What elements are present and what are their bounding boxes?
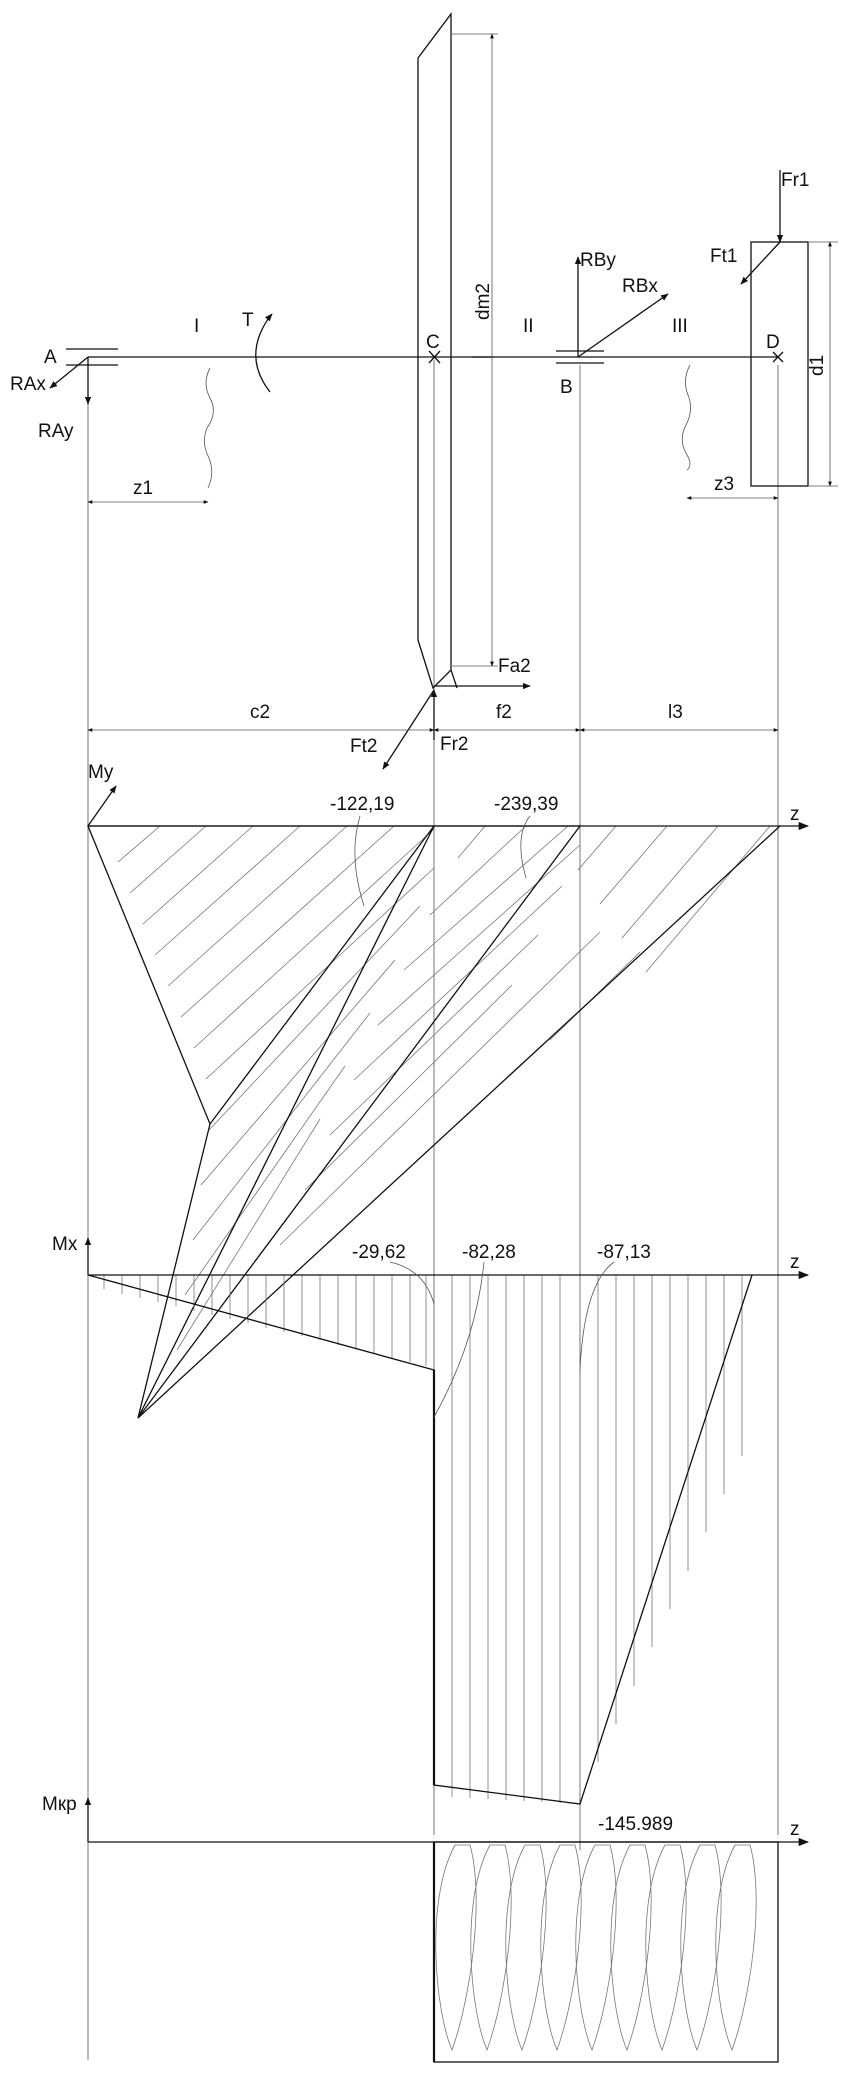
label-fr1: Fr1	[781, 170, 810, 191]
label-ft2: Ft2	[350, 736, 377, 757]
label-d: D	[766, 332, 780, 353]
label-ft1: Ft1	[710, 246, 737, 267]
my-line-d	[137, 825, 781, 1419]
mx-hatching	[103, 1275, 743, 1803]
mx-leader-1	[389, 1261, 435, 1305]
mkr-spiral-hatching	[435, 1844, 757, 2052]
label-d1: d1	[807, 355, 828, 376]
label-z3: z3	[714, 474, 734, 495]
diagram-mkr: Мкр z -145.989	[42, 1794, 810, 2063]
label-dm2: dm2	[473, 283, 494, 320]
my-leader-2	[520, 815, 531, 879]
diagram-my: My z -122,19 -239,39	[87, 762, 810, 1419]
label-a: A	[44, 347, 57, 368]
label-fr2: Fr2	[440, 734, 469, 755]
my-value-1: -122,19	[330, 794, 394, 815]
mx-outline	[87, 1274, 753, 1805]
my-value-2: -239,39	[494, 794, 558, 815]
mx-leader-3	[579, 1261, 615, 1371]
mx-axis-label: Mx	[52, 1234, 78, 1255]
label-rbx: RBx	[622, 276, 658, 297]
section-cut-3	[681, 364, 691, 471]
label-z1: z1	[133, 478, 153, 499]
label-t: T	[242, 310, 254, 331]
label-rby: RBy	[580, 250, 616, 271]
label-l3: l3	[668, 702, 683, 723]
mkr-value: -145.989	[598, 1814, 673, 1835]
rbx-arrow	[577, 293, 669, 358]
label-ray: RAy	[38, 421, 74, 442]
label-c: C	[426, 332, 440, 353]
label-section-3: III	[672, 316, 688, 337]
label-section-1: I	[194, 316, 199, 337]
ft1-arrow	[740, 241, 781, 285]
my-axis-up	[87, 785, 117, 827]
my-leader-1	[354, 815, 365, 907]
ft2-arrow	[382, 689, 435, 770]
label-section-2: II	[523, 316, 534, 337]
gear-mark-c-2	[428, 350, 441, 364]
extension-lines	[87, 360, 779, 2060]
mkr-rectangle	[433, 1841, 779, 2063]
diagram-mx: Mx z -29,62 -82,28 -87,13	[52, 1234, 810, 1805]
label-f2: f2	[496, 702, 512, 723]
my-z-label: z	[790, 804, 800, 825]
scheme-labels: A RAx RAy I T C dm2 II RBy RBx B III D F…	[10, 170, 828, 757]
torque-arrow	[255, 313, 273, 393]
mkr-axis-label: Мкр	[42, 1794, 77, 1815]
mx-value-1: -29,62	[352, 1242, 406, 1263]
label-c2: c2	[250, 702, 270, 723]
label-rax: RAx	[10, 374, 46, 395]
pinion-outline	[750, 241, 809, 487]
my-hatching	[117, 825, 771, 1351]
mx-z-label: z	[790, 1252, 800, 1273]
my-axis-label: My	[88, 762, 114, 783]
gear-mark-d-2	[772, 351, 784, 363]
label-fa2: Fa2	[498, 656, 531, 677]
rax-arrow	[49, 356, 89, 389]
section-cut-1	[204, 367, 214, 489]
mx-leader-2	[433, 1261, 485, 1418]
mkr-z-label: z	[790, 1819, 800, 1840]
label-b: B	[560, 377, 573, 398]
forces	[49, 170, 784, 770]
my-line-a-left	[137, 1123, 211, 1419]
mx-value-2: -82,28	[462, 1242, 516, 1263]
my-triangle-c	[137, 825, 582, 1419]
mx-value-3: -87,13	[597, 1242, 651, 1263]
dimensions	[87, 33, 838, 732]
gear-wheel	[417, 12, 452, 690]
